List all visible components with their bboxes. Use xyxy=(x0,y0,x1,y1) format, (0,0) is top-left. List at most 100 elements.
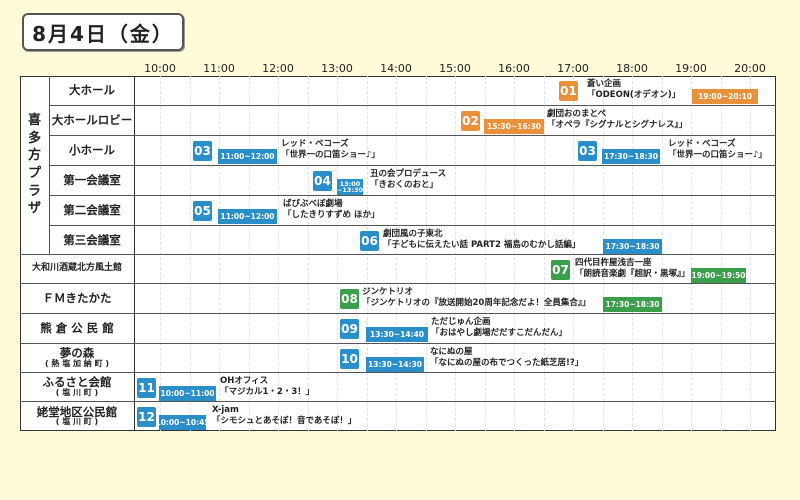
event-title: 「ODEON(オデオン)」 xyxy=(587,90,681,101)
grid-line xyxy=(307,76,309,431)
hour-label: 19:00 xyxy=(675,62,707,75)
event-number-badge: 03 xyxy=(193,141,212,161)
event-text[interactable]: X-jam「シモシュとあそぼ！音であそぼ！」 xyxy=(212,405,356,427)
event-organizer: なにぬの屋 xyxy=(430,347,473,357)
event-organizer: ただじゅん企画 xyxy=(431,317,491,327)
row-divider xyxy=(134,343,776,344)
row-divider xyxy=(134,313,776,314)
event-title: 「マジカル1・2・3！」 xyxy=(220,387,315,398)
hour-label: 20:00 xyxy=(734,62,766,75)
event-title: 「おはやし劇場だだすこだんだん」 xyxy=(431,328,568,339)
grid-line xyxy=(691,76,692,431)
event-organizer: X-jam xyxy=(212,405,239,415)
hour-label: 18:00 xyxy=(616,62,648,75)
event-number-badge: 01 xyxy=(559,81,578,101)
event-number-badge: 05 xyxy=(193,201,212,221)
venue-label: 大ホールロビー xyxy=(50,106,134,136)
event-text[interactable]: レッド・ベコーズ「世界一の口笛ショー♪」 xyxy=(668,139,767,161)
event-number-badge: 09 xyxy=(340,319,359,339)
event-text[interactable]: 丑の会プロデュース「きおくのおと」 xyxy=(370,169,446,191)
venue-label: 第三会議室 xyxy=(50,226,134,255)
row-divider xyxy=(134,283,776,284)
group-label-kitakata-plaza: 喜多方プラザ xyxy=(20,76,50,255)
grid-line xyxy=(248,76,250,431)
event-time: 10:00~10:45 xyxy=(155,415,210,430)
event-time: 17:30~18:30 xyxy=(603,239,662,254)
hour-label: 15:00 xyxy=(439,62,471,75)
event-text[interactable]: レッド・ベコーズ「世界一の口笛ショー♪」 xyxy=(281,139,380,161)
venue-label: 第二会議室 xyxy=(50,196,134,226)
divider xyxy=(134,76,135,431)
event-time: 13:30~14:40 xyxy=(366,327,428,342)
event-time: 19:00~20:10 xyxy=(692,89,758,104)
event-organizer: 劇団おのまとぺ xyxy=(547,109,607,119)
venue-label: 第一会議室 xyxy=(50,166,134,196)
event-title: 「ジンケトリオの『放送開始20周年記念だよ！全員集合』」 xyxy=(362,298,591,309)
event-text[interactable]: OHオフィス「マジカル1・2・3！」 xyxy=(220,376,314,398)
venue-label: ふるさと会館( 塩 川 町 ) xyxy=(20,373,134,402)
hour-label: 10:00 xyxy=(144,62,176,75)
row-divider xyxy=(134,254,776,255)
grid-line xyxy=(425,76,427,431)
grid-line xyxy=(396,76,397,431)
grid-line xyxy=(661,76,663,431)
event-title: 「なにぬの屋の布でつくった紙芝居!?」 xyxy=(430,358,584,369)
event-number-badge: 04 xyxy=(313,171,332,191)
event-time: 13:00~13:30 xyxy=(336,179,364,195)
row-divider xyxy=(134,135,776,136)
event-text[interactable]: 劇団おのまとぺ「オペラ『シグナルとシグナレス』」 xyxy=(547,109,687,131)
venue-label: 小ホール xyxy=(50,136,134,166)
grid-line xyxy=(278,76,279,431)
grid-line xyxy=(750,76,751,431)
venue-label: 大ホール xyxy=(50,76,134,106)
grid-line xyxy=(484,76,486,431)
event-organizer: ジンケトリオ xyxy=(362,287,414,297)
event-time: 17:30~18:30 xyxy=(602,149,660,164)
event-time: 11:00~12:00 xyxy=(218,149,277,164)
event-number-badge: 12 xyxy=(137,407,156,427)
row-divider xyxy=(134,105,776,106)
event-time: 17:30~18:30 xyxy=(603,297,662,312)
event-number-badge: 02 xyxy=(461,111,480,131)
hour-label: 16:00 xyxy=(498,62,530,75)
venue-label: 夢の森( 熱 塩 加 納 町 ) xyxy=(20,344,134,373)
grid-line xyxy=(160,76,161,431)
event-text[interactable]: ジンケトリオ「ジンケトリオの『放送開始20周年記念だよ！全員集合』」 xyxy=(362,287,591,309)
event-time: 19:00~19:50 xyxy=(691,268,746,283)
event-title: 「きおくのおと」 xyxy=(370,180,439,191)
row-divider xyxy=(134,195,776,196)
event-title: 「世界一の口笛ショー♪」 xyxy=(281,150,380,161)
event-organizer: 四代目杵屋浅吉一座 xyxy=(575,258,652,268)
grid-line xyxy=(543,76,545,431)
event-number-badge: 07 xyxy=(551,260,570,280)
venue-label: 熊 倉 公 民 館 xyxy=(20,314,134,344)
row-divider xyxy=(134,372,776,373)
hour-label: 12:00 xyxy=(262,62,294,75)
event-text[interactable]: ばびぶべぼ劇場「したきりすずめ ほか」 xyxy=(283,199,379,221)
event-title: 「シモシュとあそぼ！音であそぼ！」 xyxy=(212,416,357,427)
grid-line xyxy=(337,76,338,431)
row-divider xyxy=(134,401,776,402)
event-title: 「世界一の口笛ショー♪」 xyxy=(668,150,767,161)
grid-line xyxy=(219,76,220,431)
event-time: 10:00~11:00 xyxy=(159,386,216,401)
event-organizer: 劇団風の子東北 xyxy=(383,229,443,239)
row-divider xyxy=(134,225,776,226)
event-text[interactable]: 四代目杵屋浅吉一座「朗読音楽劇『超訳・黒塚』」 xyxy=(575,258,690,280)
event-organizer: OHオフィス xyxy=(220,376,269,386)
hour-label: 11:00 xyxy=(203,62,235,75)
event-organizer: レッド・ベコーズ xyxy=(281,139,349,149)
event-title: 「オペラ『シグナルとシグナレス』」 xyxy=(547,120,688,131)
event-text[interactable]: なにぬの屋「なにぬの屋の布でつくった紙芝居!?」 xyxy=(430,347,583,369)
event-number-badge: 08 xyxy=(340,289,359,309)
date-title: 8月4日（金） xyxy=(22,13,184,51)
event-text[interactable]: 蒼い企画「ODEON(オデオン)」 xyxy=(587,79,680,101)
grid-line xyxy=(189,76,191,431)
hour-label: 14:00 xyxy=(380,62,412,75)
event-text[interactable]: ただじゅん企画「おはやし劇場だだすこだんだん」 xyxy=(431,317,567,339)
grid-line xyxy=(514,76,515,431)
event-text[interactable]: 劇団風の子東北「子どもに伝えたい話 PART2 福島のむかし話編」 xyxy=(383,229,580,251)
event-organizer: 蒼い企画 xyxy=(587,79,622,89)
event-number-badge: 06 xyxy=(360,231,379,251)
event-time: 15:30~16:30 xyxy=(484,119,544,134)
